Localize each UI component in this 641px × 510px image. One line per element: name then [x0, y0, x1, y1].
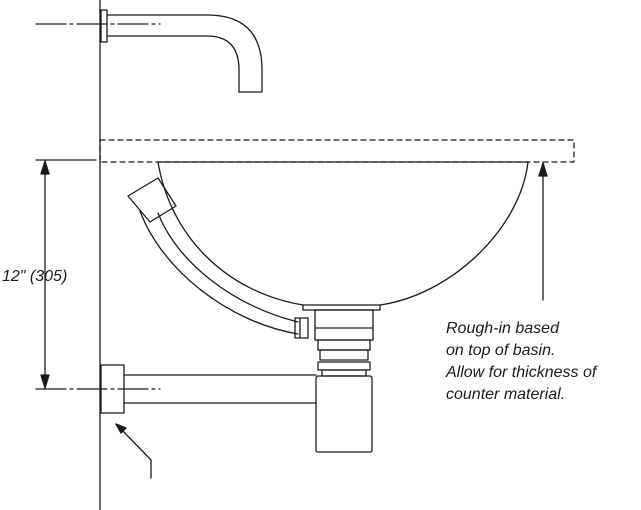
drain-nut-2	[317, 361, 371, 371]
overflow-fitting	[127, 177, 177, 223]
drain-washer	[321, 369, 367, 377]
note-leader-arrow	[538, 162, 548, 177]
bottle-trap	[315, 375, 373, 453]
flange-leader-arrow	[115, 423, 127, 434]
dimension-label: 12" (305)	[2, 268, 68, 285]
note-line: Rough-in based	[446, 320, 559, 337]
flange-leader	[119, 427, 152, 461]
note-line: on top of basin.	[446, 342, 556, 359]
dim-arrow-bottom	[40, 374, 50, 389]
note-line: counter material.	[446, 386, 566, 403]
overflow-hose	[157, 212, 299, 323]
counter-outline	[99, 139, 575, 163]
overflow-hose	[139, 210, 299, 335]
dim-arrow-top	[40, 160, 50, 175]
faucet-spout	[106, 14, 263, 93]
drain-tailpiece	[319, 349, 369, 361]
drain-body	[314, 309, 374, 341]
rough-in-note: Rough-in based on top of basin. Allow fo…	[446, 318, 596, 406]
faucet-flange	[100, 9, 108, 43]
drain-nut	[317, 339, 371, 351]
note-line: Allow for thickness of	[446, 364, 597, 381]
drain-wall-flange	[100, 364, 125, 414]
basin-bowl	[157, 161, 529, 306]
hose-clamp	[294, 317, 309, 339]
